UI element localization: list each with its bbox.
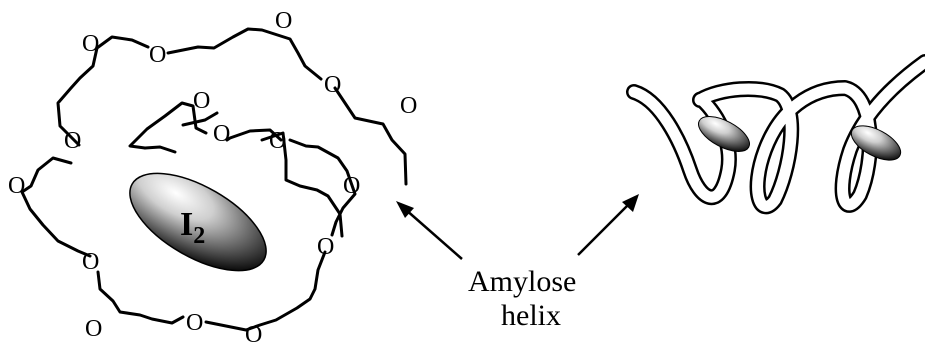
amylose-helix bbox=[626, 54, 925, 215]
helix-coil-fill bbox=[628, 56, 925, 212]
iodine-subscript: 2 bbox=[193, 223, 205, 249]
inner-chain bbox=[143, 111, 344, 238]
oxygen-atom: O bbox=[149, 42, 166, 68]
oxygen-atom: O bbox=[82, 31, 99, 57]
oxygen-atom: O bbox=[85, 316, 102, 342]
arrow-to-helix bbox=[577, 194, 639, 256]
helix-iodine-1 bbox=[698, 116, 750, 152]
oxygen-atom: O bbox=[269, 128, 286, 154]
oxygen-atom: O bbox=[400, 93, 417, 119]
helix-iodine-2 bbox=[850, 125, 902, 161]
caption-line-2: helix bbox=[501, 299, 561, 332]
arrowhead-icon bbox=[622, 194, 639, 212]
oxygen-atom: O bbox=[343, 173, 360, 199]
oxygen-atom: O bbox=[245, 322, 262, 345]
oxygen-atom: O bbox=[8, 173, 25, 199]
oxygen-atom: O bbox=[324, 72, 341, 98]
arrow-to-ring bbox=[396, 201, 463, 260]
oxygen-atom: O bbox=[193, 88, 210, 114]
caption-line-1: Amylose bbox=[468, 265, 576, 298]
iodine-ellipse bbox=[129, 172, 267, 272]
oxygen-atom: O bbox=[64, 128, 81, 154]
oxygen-atom: O bbox=[82, 249, 99, 275]
amylose-ring: O O O O O O O O O O O O O O O O bbox=[8, 8, 417, 348]
oxygen-atom: O bbox=[186, 310, 203, 336]
iodine-label: I2 bbox=[180, 206, 205, 249]
iodine-symbol: I bbox=[180, 206, 193, 243]
oxygen-atom: O bbox=[213, 121, 230, 147]
oxygen-atom: O bbox=[317, 234, 334, 260]
iodine-molecule: I2 bbox=[129, 172, 267, 272]
arrowhead-icon bbox=[396, 201, 414, 218]
outer-chain bbox=[20, 27, 408, 332]
caption-group: Amylose helix bbox=[396, 194, 639, 332]
oxygen-atom: O bbox=[275, 8, 292, 34]
